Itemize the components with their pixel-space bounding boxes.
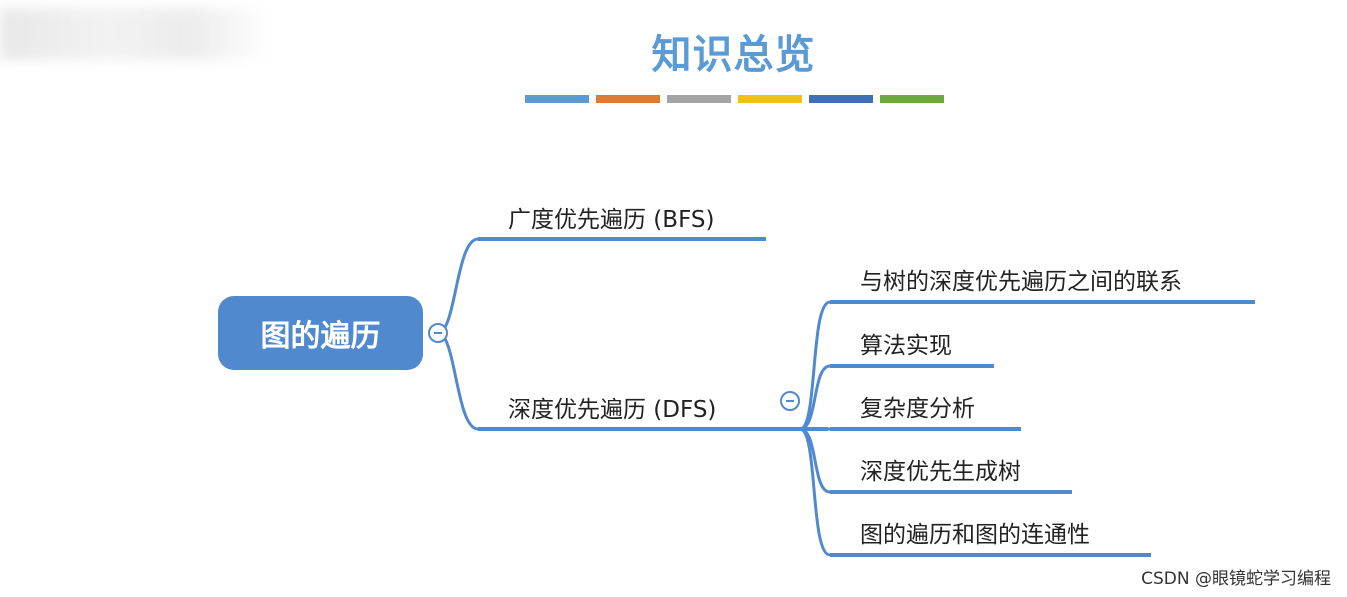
stripe-1 [525, 95, 589, 103]
connector-dfs-child-5 [799, 427, 831, 557]
collapse-dfs-icon[interactable] [780, 391, 800, 411]
connector-dfs-child-4 [799, 427, 831, 494]
dfs-child-4-label[interactable]: 深度优先生成树 [860, 459, 1021, 485]
collapse-root-icon[interactable] [428, 323, 448, 343]
page-title: 知识总览 [651, 32, 816, 78]
branch-bfs-label[interactable]: 广度优先遍历 (BFS) [508, 207, 715, 233]
dfs-child-2-label[interactable]: 算法实现 [860, 333, 952, 359]
dfs-child-5-label[interactable]: 图的遍历和图的连通性 [860, 522, 1090, 548]
watermark: CSDN @眼镜蛇学习编程 [1141, 569, 1331, 589]
connector-root-bfs [437, 237, 479, 335]
connector-dfs-child-1 [799, 300, 831, 431]
stripe-4 [738, 95, 802, 103]
root-label: 图的遍历 [260, 319, 381, 354]
color-stripes [525, 95, 944, 103]
stripe-2 [596, 95, 660, 103]
stripe-6 [880, 95, 944, 103]
blurred-logo [0, 8, 270, 60]
dfs-child-1-label[interactable]: 与树的深度优先遍历之间的联系 [860, 269, 1182, 295]
stripe-5 [809, 95, 873, 103]
dfs-child-3-label[interactable]: 复杂度分析 [860, 396, 975, 422]
stripe-3 [667, 95, 731, 103]
connector-dfs-child-2 [799, 364, 831, 431]
connector-root-dfs [437, 331, 479, 431]
root-node[interactable]: 图的遍历 [218, 296, 423, 370]
branch-dfs-label[interactable]: 深度优先遍历 (DFS) [508, 397, 717, 423]
